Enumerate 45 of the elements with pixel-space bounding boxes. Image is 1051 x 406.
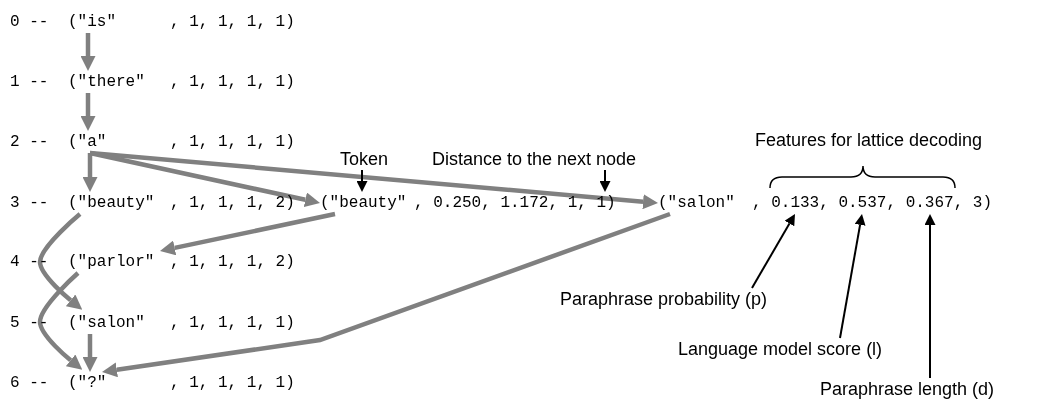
lattice-arrow	[89, 150, 658, 210]
annotation-label: Paraphrase length (d)	[820, 378, 995, 400]
feature-values: , 1, 1, 1, 2)	[170, 194, 295, 212]
row-index: 0 --	[10, 12, 49, 33]
lattice-arrow	[82, 153, 98, 192]
row-index: 4 --	[10, 252, 49, 273]
row-index: 2 --	[10, 132, 49, 153]
token-text: ("there"	[68, 72, 146, 93]
feature-values: , 1, 1, 1, 1)	[170, 314, 295, 332]
row-index: 5 --	[10, 313, 49, 334]
leader-arrow	[839, 214, 866, 339]
lattice-arrow	[102, 211, 671, 378]
token-text: ("is"	[68, 12, 117, 33]
token-text: ("salon"	[658, 193, 736, 214]
lattice-arrow	[37, 212, 83, 310]
feature-values: , 0.250, 1.172, 1, 1)	[414, 194, 616, 212]
feature-values: , 1, 1, 1, 1)	[170, 374, 295, 392]
row-index: 6 --	[10, 373, 49, 394]
leader-arrow	[356, 169, 368, 192]
annotation-label: Language model score (l)	[678, 338, 883, 360]
token-text: ("?"	[68, 373, 108, 394]
leader-arrow	[924, 214, 936, 379]
feature-values: , 1, 1, 1, 1)	[170, 13, 295, 31]
group-label: Features for lattice decoding	[755, 129, 983, 151]
token-text: ("beauty"	[68, 193, 156, 214]
lattice-arrow	[160, 211, 336, 256]
token-text: ("parlor"	[68, 252, 156, 273]
lattice-arrow	[37, 271, 83, 370]
lattice-arrow	[82, 334, 98, 372]
leader-arrow	[751, 214, 795, 289]
row-index: 3 --	[10, 193, 49, 214]
feature-values: , 1, 1, 1, 1)	[170, 133, 295, 151]
row-index: 1 --	[10, 72, 49, 93]
leader-arrow	[599, 169, 611, 192]
feature-values: , 1, 1, 1, 1)	[170, 73, 295, 91]
lattice-arrow	[80, 93, 96, 131]
token-text: ("salon"	[68, 313, 146, 334]
token-text: ("beauty"	[320, 193, 408, 214]
feature-values: , 0.133, 0.537, 0.367, 3)	[752, 194, 993, 212]
annotation-label: Token	[340, 148, 389, 170]
feature-values: , 1, 1, 1, 2)	[170, 253, 295, 271]
annotation-label: Paraphrase probability (p)	[560, 288, 768, 310]
lattice-arrow	[80, 33, 96, 71]
annotation-label: Distance to the next node	[432, 148, 637, 170]
token-text: ("a"	[68, 132, 108, 153]
